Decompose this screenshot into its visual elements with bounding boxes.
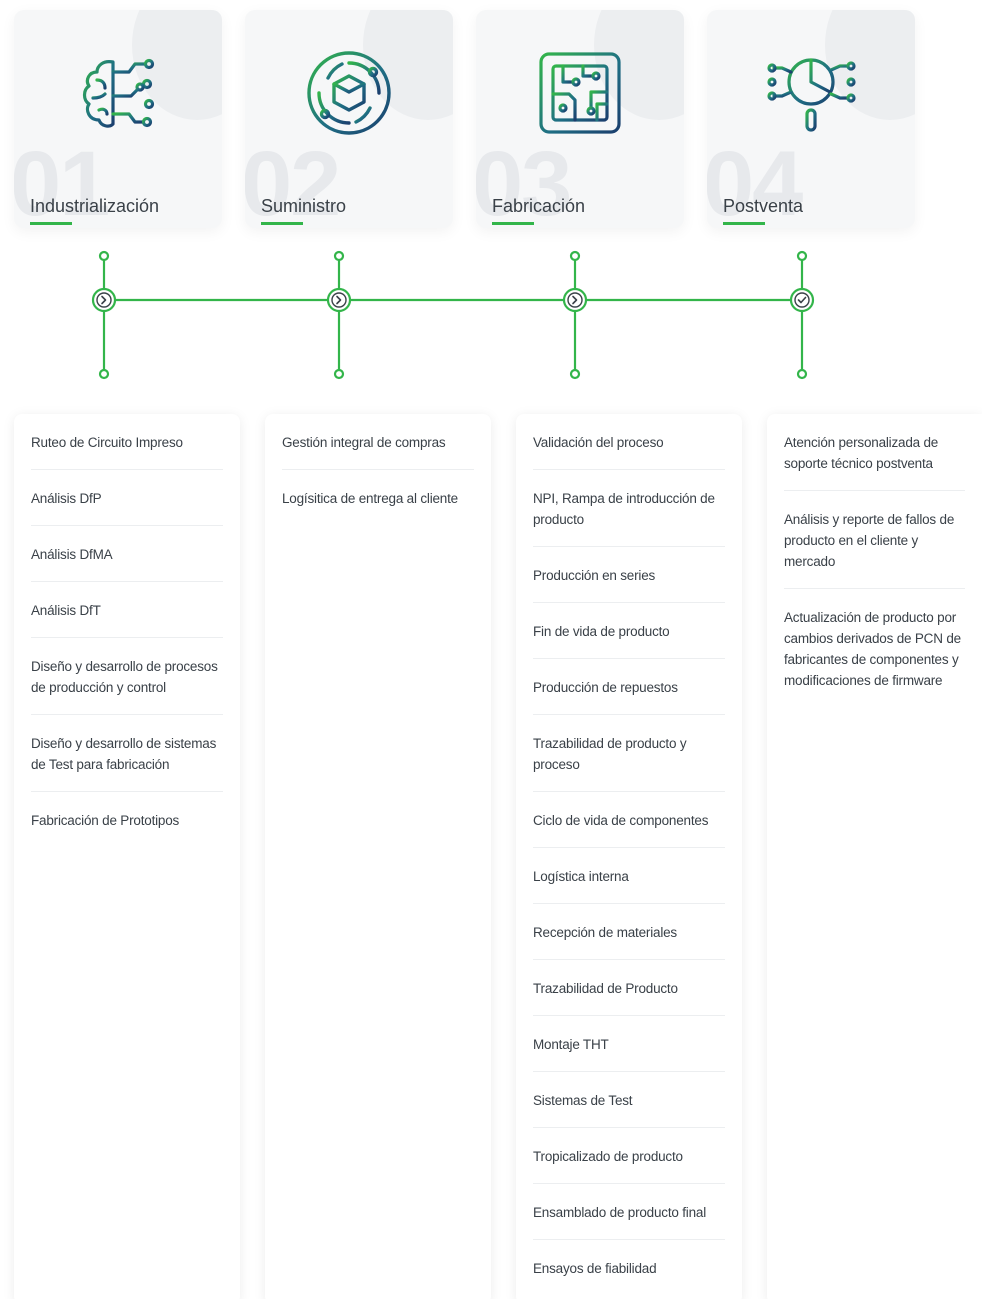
service-item: NPI, Rampa de introducción de producto (533, 470, 725, 547)
service-item: Ensamblado de producto final (533, 1184, 725, 1240)
stage-number: 01 (14, 133, 110, 228)
magnifier-chart-icon (767, 58, 856, 132)
title-underline (30, 222, 72, 225)
stage-number: 04 (707, 133, 803, 228)
stage-card-suministro[interactable]: 02 Suministro (245, 10, 453, 228)
timeline-node-2 (333, 250, 345, 380)
service-item: Ensayos de fiabilidad (533, 1261, 657, 1276)
service-item: Actualización de producto por cambios de… (784, 610, 961, 688)
service-list: Atención personalizada de soporte técnic… (784, 414, 965, 707)
service-item: Trazabilidad de Producto (533, 960, 725, 1016)
services-column-postventa: Atención personalizada de soporte técnic… (767, 414, 982, 1299)
service-item: Sistemas de Test (533, 1072, 725, 1128)
stage-title: Suministro (261, 196, 347, 216)
process-timeline (91, 250, 815, 380)
timeline-node-3 (569, 250, 581, 380)
service-item: Análisis y reporte de fallos de producto… (784, 491, 965, 589)
chip-board-icon (539, 52, 621, 134)
stage-title: Fabricación (492, 196, 586, 216)
stage-title: Postventa (723, 196, 804, 216)
brain-circuit-icon (82, 58, 155, 128)
service-item: Producción en series (533, 547, 725, 603)
timeline-node-4 (796, 250, 808, 380)
title-underline (261, 222, 303, 225)
service-item: Recepción de materiales (533, 904, 725, 960)
timeline-node-1 (98, 250, 110, 380)
stage-card-industrializacion[interactable]: 01 Industrialización (14, 10, 222, 228)
service-item: Ciclo de vida de componentes (533, 792, 725, 848)
service-item: Montaje THT (533, 1016, 725, 1072)
stage-card-postventa[interactable]: 04 Postventa (707, 10, 915, 228)
service-item: Análisis DfP (31, 470, 223, 526)
chevron-right-icon (562, 287, 588, 313)
stage-number: 03 (476, 133, 572, 228)
check-icon (789, 287, 815, 313)
service-item: Logísitica de entrega al cliente (282, 491, 458, 506)
service-item: Gestión integral de compras (282, 414, 474, 470)
service-item: Ruteo de Circuito Impreso (31, 414, 223, 470)
service-item: Atención personalizada de soporte técnic… (784, 414, 965, 491)
stage-number: 02 (245, 133, 341, 228)
service-item: Trazabilidad de producto y proceso (533, 715, 725, 792)
service-item: Validación del proceso (533, 414, 725, 470)
chevron-right-icon (91, 287, 117, 313)
service-item: Diseño y desarrollo de sistemas de Test … (31, 715, 223, 792)
service-item: Fin de vida de producto (533, 603, 725, 659)
stage-card-fabricacion[interactable]: 03 Fabricación (476, 10, 684, 228)
service-item: Fabricación de Prototipos (31, 813, 180, 828)
service-item: Logística interna (533, 848, 725, 904)
service-item: Diseño y desarrollo de procesos de produ… (31, 638, 223, 715)
title-underline (492, 222, 534, 225)
service-item: Tropicalizado de producto (533, 1128, 725, 1184)
box-circle-icon (307, 51, 391, 135)
service-item: Análisis DfMA (31, 526, 223, 582)
chevron-right-icon (326, 287, 352, 313)
stage-title: Industrialización (30, 196, 160, 216)
title-underline (723, 222, 765, 225)
service-item: Análisis DfT (31, 582, 223, 638)
service-item: Producción de repuestos (533, 659, 725, 715)
